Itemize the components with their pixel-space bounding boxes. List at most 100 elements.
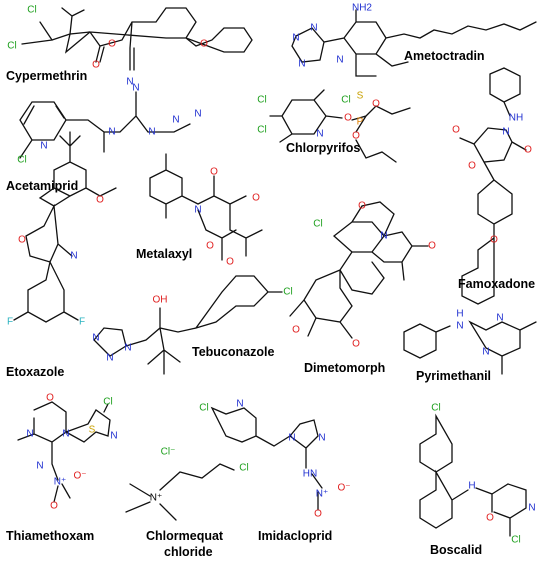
s-atom: S bbox=[89, 425, 96, 436]
n-atom: N bbox=[528, 503, 535, 514]
cl-atom: Cl bbox=[511, 535, 520, 546]
chlorpyrifos-structure: Cl Cl Cl N O P S O O Chlorpyrifos bbox=[257, 89, 411, 163]
compound-name-line2: chloride bbox=[164, 545, 213, 559]
cl-atom: Cl bbox=[199, 403, 208, 414]
compound-name: Thiamethoxam bbox=[6, 529, 94, 543]
compound-name: Boscalid bbox=[430, 543, 482, 557]
n-atom: N bbox=[36, 461, 43, 472]
cl-atom: Cl bbox=[27, 5, 36, 16]
nh2-group: NH2 bbox=[352, 3, 372, 14]
o-atom: O bbox=[50, 501, 58, 512]
imidacloprid-structure: Cl N N N HN N⁺ O⁻ O Imidacloprid bbox=[199, 399, 350, 543]
etoxazole-structure: O N O F F Etoxazole bbox=[6, 131, 117, 379]
n-atom: N bbox=[316, 129, 323, 140]
n-atom: N bbox=[132, 83, 139, 94]
n-atom: N bbox=[380, 231, 387, 242]
nplus-atom: N⁺ bbox=[150, 493, 163, 504]
nh-group: H bbox=[468, 481, 475, 492]
o-atom: O bbox=[490, 235, 498, 246]
o-atom: O bbox=[252, 193, 260, 204]
o-atom: O bbox=[486, 513, 494, 524]
n-atom: N bbox=[40, 141, 47, 152]
tebuconazole-structure: N N N OH Cl Tebuconazole bbox=[92, 275, 293, 375]
cl-atom: Cl bbox=[283, 287, 292, 298]
n-atom: N bbox=[126, 77, 133, 88]
o-atom: O bbox=[226, 257, 234, 268]
cl-atom: Cl bbox=[431, 403, 440, 414]
n-atom: N bbox=[92, 333, 99, 344]
n-atom: N bbox=[456, 321, 463, 332]
compound-name: Chlormequat bbox=[146, 529, 224, 543]
n-atom: N bbox=[194, 109, 201, 120]
compound-name: Dimetomorph bbox=[304, 361, 385, 375]
o-atom: O bbox=[344, 113, 352, 124]
o-atom: O bbox=[468, 161, 476, 172]
o-atom: O bbox=[524, 145, 532, 156]
n-atom: N bbox=[288, 433, 295, 444]
n-atom: N bbox=[106, 353, 113, 364]
compound-name: Etoxazole bbox=[6, 365, 64, 379]
compound-name: Pyrimethanil bbox=[416, 369, 491, 383]
compound-name: Cypermethrin bbox=[6, 69, 87, 83]
o-atom: O bbox=[46, 393, 54, 404]
n-atom: N bbox=[110, 431, 117, 442]
n-atom: N bbox=[318, 433, 325, 444]
o-atom: O bbox=[352, 339, 360, 350]
o-atom: O bbox=[200, 39, 208, 50]
n-atom: N bbox=[26, 429, 33, 440]
cl-atom: Cl bbox=[257, 95, 266, 106]
nplus-atom: N⁺ bbox=[54, 477, 67, 488]
n-atom: N bbox=[292, 33, 299, 44]
n-atom: N bbox=[336, 55, 343, 66]
boscalid-structure: Cl H O N Cl Boscalid bbox=[419, 403, 536, 557]
compound-name: Metalaxyl bbox=[136, 247, 192, 261]
n-atom: N bbox=[70, 251, 77, 262]
thiamethoxam-structure: O N N S N Cl N N⁺ O⁻ O Thiamethoxam bbox=[6, 393, 118, 543]
p-atom: P bbox=[357, 117, 364, 128]
compound-name: Chlorpyrifos bbox=[286, 141, 360, 155]
o-atom: O bbox=[292, 325, 300, 336]
oh-group: OH bbox=[153, 295, 168, 306]
nh-group: NH bbox=[509, 113, 523, 124]
o-atom: O bbox=[206, 241, 214, 252]
n-atom: N bbox=[62, 429, 69, 440]
cl-ion: Cl⁻ bbox=[161, 447, 176, 458]
o-atom: O bbox=[92, 60, 100, 71]
famoxadone-structure: NH N O O O O Famoxadone bbox=[452, 67, 535, 305]
ametoctradin-structure: NH2 N N N N Ametoctradin bbox=[291, 3, 537, 77]
n-atom: N bbox=[124, 343, 131, 354]
n-atom: N bbox=[298, 59, 305, 70]
h-atom: H bbox=[456, 309, 463, 320]
compound-name: Ametoctradin bbox=[404, 49, 485, 63]
pyrimethanil-structure: H N N N Pyrimethanil bbox=[403, 309, 537, 383]
acetamiprid-structure: Cl N N N N N N Acetamiprid bbox=[6, 83, 202, 193]
f-atom: F bbox=[79, 317, 85, 328]
n-atom: N bbox=[502, 127, 509, 138]
metalaxyl-structure: N O O O O Metalaxyl bbox=[136, 153, 263, 268]
cl-atom: Cl bbox=[103, 397, 112, 408]
o-atom: O bbox=[18, 235, 26, 246]
n-atom: N bbox=[108, 127, 115, 138]
cl-atom: Cl bbox=[341, 95, 350, 106]
n-atom: N bbox=[148, 127, 155, 138]
o-atom: O bbox=[210, 167, 218, 178]
n-atom: N bbox=[310, 23, 317, 34]
nplus-atom: N⁺ bbox=[316, 489, 329, 500]
n-atom: N bbox=[236, 399, 243, 410]
o-atom: O bbox=[452, 125, 460, 136]
compound-name: Imidacloprid bbox=[258, 529, 332, 543]
o-atom: O bbox=[314, 509, 322, 520]
ominus-atom: O⁻ bbox=[337, 483, 350, 494]
cl-atom: Cl bbox=[257, 125, 266, 136]
o-atom: O bbox=[372, 99, 380, 110]
cl-atom: Cl bbox=[7, 41, 16, 52]
n-atom: N bbox=[194, 205, 201, 216]
compound-name: Acetamiprid bbox=[6, 179, 78, 193]
cl-atom: Cl bbox=[313, 219, 322, 230]
o-atom: O bbox=[352, 131, 360, 142]
n-atom: N bbox=[496, 313, 503, 324]
dimetomorph-structure: Cl O N O O O Dimetomorph bbox=[289, 201, 436, 375]
cl-atom: Cl bbox=[17, 155, 26, 166]
